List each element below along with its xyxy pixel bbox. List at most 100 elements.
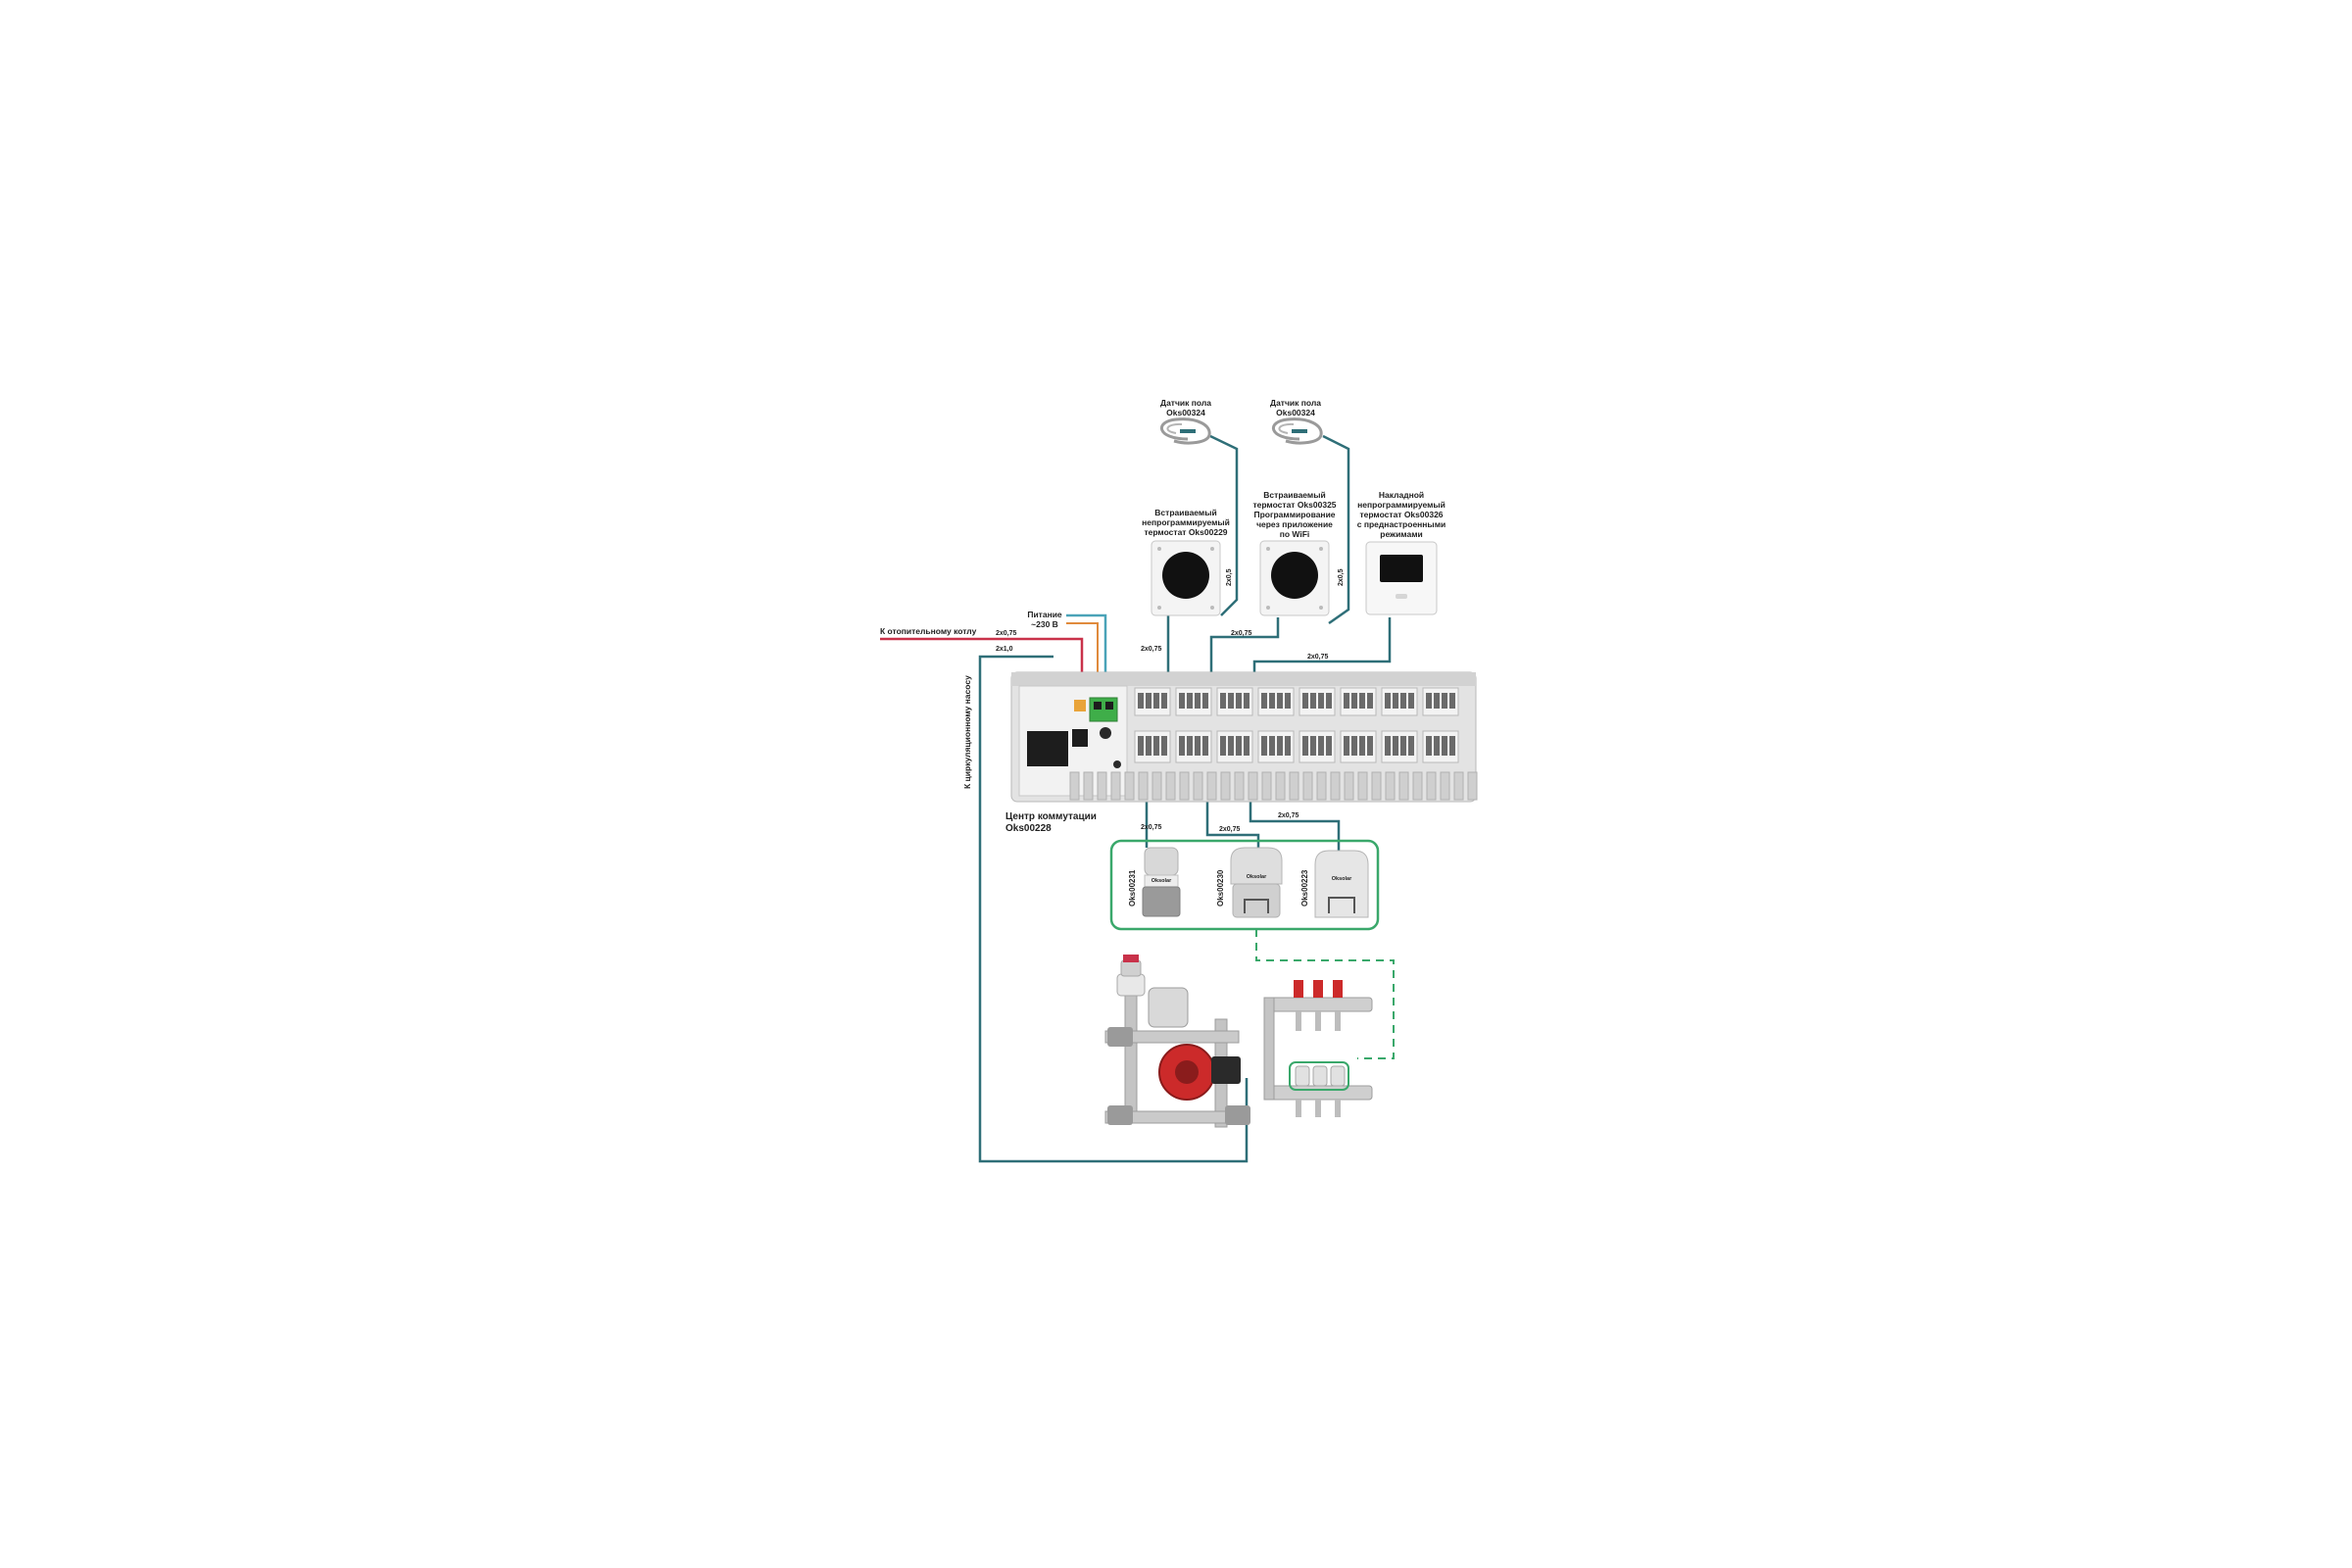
actuator-oks00230: Oksolar <box>1230 847 1283 918</box>
comb-tooth <box>1357 771 1368 801</box>
cable-spec-t3: 2х0,75 <box>1307 654 1329 661</box>
zone-terminal-block <box>1216 687 1253 763</box>
zone-terminal-block <box>1298 687 1336 763</box>
boiler-label: К отопительному котлу <box>880 626 977 636</box>
comb-tooth <box>1165 771 1176 801</box>
boiler-cable <box>880 637 1084 686</box>
svg-text:с преднастроенными: с преднастроенными <box>1357 519 1446 529</box>
comb-tooth <box>1385 771 1396 801</box>
svg-text:через приложение: через приложение <box>1256 519 1333 529</box>
cable-spec-a1: 2х0,75 <box>1141 824 1162 831</box>
cable-spec-sensor2: 2х0,5 <box>1338 568 1345 586</box>
comb-tooth <box>1330 771 1341 801</box>
power-cable-phase <box>1066 622 1099 686</box>
svg-text:термостат Oks00325: термостат Oks00325 <box>1252 500 1336 510</box>
pump-cable <box>978 655 1249 1163</box>
zone-terminal-block <box>1340 687 1377 763</box>
comb-tooth <box>1302 771 1313 801</box>
thermostat2-label: Встраиваемый термостат Oks00325 Программ… <box>1252 490 1336 539</box>
sensor1-label: Датчик пола Oks00324 <box>1160 398 1211 417</box>
comb-tooth <box>1316 771 1327 801</box>
zone-terminal-block <box>1422 687 1459 763</box>
svg-text:термостат Oks00229: термостат Oks00229 <box>1144 527 1227 537</box>
comb-tooth <box>1453 771 1464 801</box>
comb-tooth <box>1398 771 1409 801</box>
cable-spec-pump: 2х1,0 <box>996 646 1013 653</box>
controller-label: Центр коммутации Oks00228 <box>1005 811 1097 834</box>
cable-spec-boiler: 2х0,75 <box>996 630 1017 637</box>
comb-tooth <box>1234 771 1245 801</box>
floor-sensor-1 <box>1159 417 1211 445</box>
pump-mixing-group <box>1104 955 1250 1128</box>
actuators-group-frame <box>1109 839 1380 931</box>
terminal-blocks <box>1134 687 1459 763</box>
svg-text:непрограммируемый: непрограммируемый <box>1357 500 1446 510</box>
comb-tooth <box>1124 771 1135 801</box>
comb-tooth <box>1097 771 1107 801</box>
svg-text:термостат Oks00326: термостат Oks00326 <box>1359 510 1443 519</box>
comb-tooth <box>1206 771 1217 801</box>
actuator-oks00231: Oksolar <box>1142 847 1181 917</box>
floor-sensor-2 <box>1271 417 1323 445</box>
actuator2-cable <box>1205 774 1260 851</box>
comb-tooth <box>1179 771 1190 801</box>
comb-tooth <box>1275 771 1286 801</box>
svg-text:Питание: Питание <box>1027 610 1062 619</box>
power-label: Питание ~230 В <box>1027 610 1062 629</box>
comb-tooth <box>1110 771 1121 801</box>
zone-terminal-block <box>1257 687 1295 763</box>
thermostat2-cable <box>1209 617 1280 691</box>
comb-tooth <box>1371 771 1382 801</box>
sensor1-cable <box>1209 434 1239 616</box>
svg-text:Датчик пола: Датчик пола <box>1270 398 1321 408</box>
actuator-code-2: Oks00230 <box>1216 869 1225 906</box>
sensor2-label: Датчик пола Oks00324 <box>1270 398 1321 417</box>
switching-center <box>1010 671 1478 803</box>
thermostat1-label: Встраиваемый непрограммируемый термостат… <box>1142 508 1230 537</box>
comb-tooth <box>1138 771 1149 801</box>
actuator-oks00223: Oksolar <box>1314 850 1369 918</box>
comb-tooth <box>1289 771 1299 801</box>
cable-spec-t1: 2х0,75 <box>1141 646 1162 653</box>
comb-tooth <box>1440 771 1450 801</box>
actuator-brand-label: Oksolar <box>1247 874 1267 880</box>
thermostat-2 <box>1259 540 1330 616</box>
svg-text:режимами: режимами <box>1380 529 1422 539</box>
comb-tooth <box>1426 771 1437 801</box>
svg-text:Oks00228: Oks00228 <box>1005 823 1052 834</box>
comb-tooth <box>1083 771 1094 801</box>
svg-text:~230 В: ~230 В <box>1031 619 1058 629</box>
svg-text:Программирование: Программирование <box>1253 510 1335 519</box>
distribution-manifold <box>1263 980 1373 1117</box>
svg-text:Встраиваемый: Встраиваемый <box>1263 490 1325 500</box>
svg-text:Oks00324: Oks00324 <box>1166 408 1205 417</box>
zone-terminal-block <box>1381 687 1418 763</box>
comb-tooth <box>1344 771 1354 801</box>
thermostat-1 <box>1151 540 1221 616</box>
comb-tooth <box>1467 771 1478 801</box>
svg-text:Накладной: Накладной <box>1379 490 1424 500</box>
svg-text:Встраиваемый: Встраиваемый <box>1154 508 1216 517</box>
cable-spec-sensor1: 2х0,5 <box>1226 568 1233 586</box>
comb-tooth <box>1261 771 1272 801</box>
svg-text:непрограммируемый: непрограммируемый <box>1142 517 1230 527</box>
svg-text:Датчик пола: Датчик пола <box>1160 398 1211 408</box>
comb-tooth <box>1220 771 1231 801</box>
cable-spec-t2: 2х0,75 <box>1231 630 1252 637</box>
sensor2-cable <box>1322 434 1350 625</box>
thermostat-3 <box>1365 541 1438 615</box>
svg-text:по WiFi: по WiFi <box>1280 529 1310 539</box>
actuator-code-1: Oks00231 <box>1128 869 1137 906</box>
cable-comb <box>1069 771 1478 801</box>
zone-terminal-block <box>1175 687 1212 763</box>
comb-tooth <box>1412 771 1423 801</box>
pump-label: К циркуляционному насосу <box>962 675 972 789</box>
cable-spec-a3: 2х0,75 <box>1278 812 1299 819</box>
power-cable <box>1066 613 1107 686</box>
comb-tooth <box>1069 771 1080 801</box>
actuator-brand-label: Oksolar <box>1152 878 1172 884</box>
actuator-brand-label: Oksolar <box>1332 876 1352 882</box>
comb-tooth <box>1248 771 1258 801</box>
actuator-code-3: Oks00223 <box>1300 869 1309 906</box>
